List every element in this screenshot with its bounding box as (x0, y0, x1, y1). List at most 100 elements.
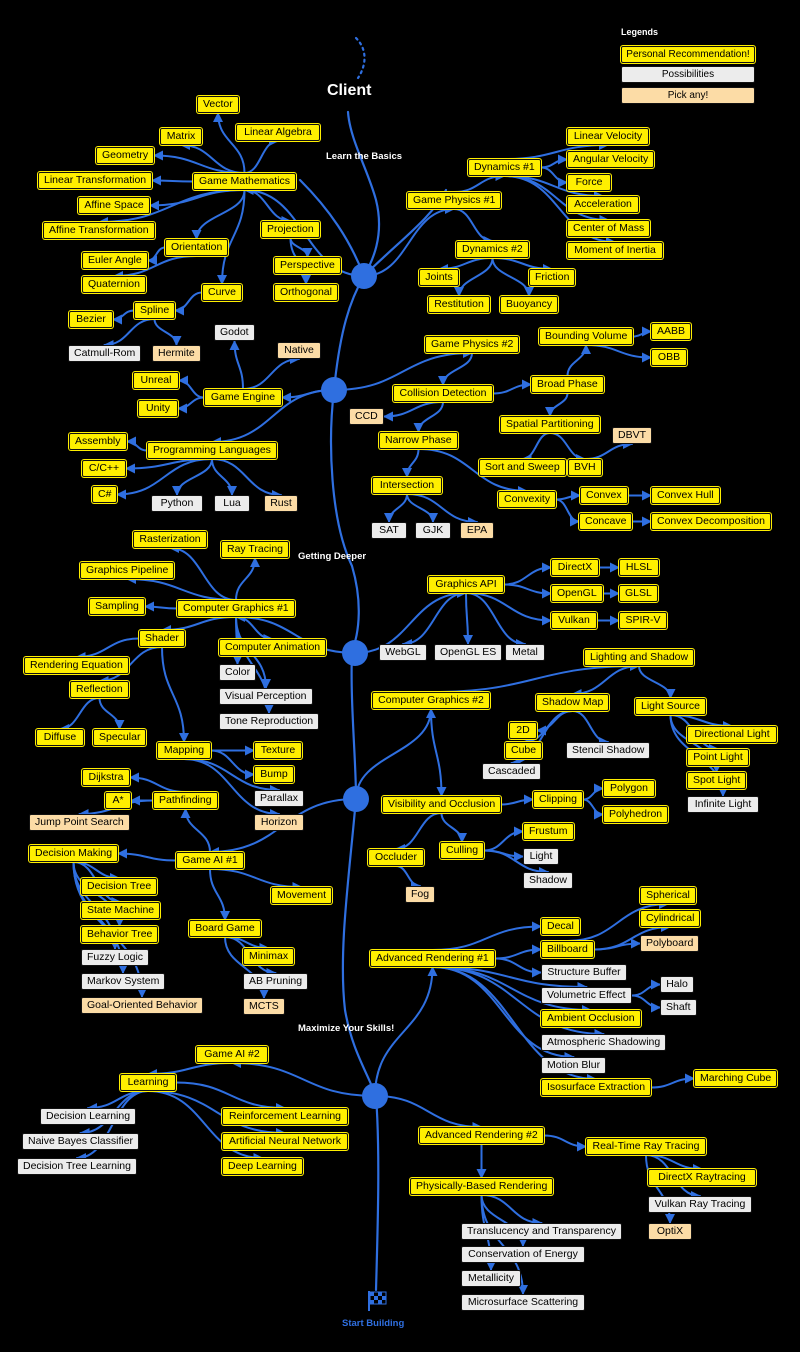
node-directx[interactable]: DirectX (551, 559, 599, 576)
node-decision-tree[interactable]: Decision Tree (81, 878, 158, 895)
node-game-physics-2[interactable]: Game Physics #2 (425, 336, 520, 353)
node-rasterization[interactable]: Rasterization (133, 531, 207, 548)
node-visual-perception[interactable]: Visual Perception (219, 688, 313, 705)
node-convex-decomposition[interactable]: Convex Decomposition (651, 513, 771, 530)
node-directional-light[interactable]: Directional Light (687, 726, 777, 743)
node-movement[interactable]: Movement (271, 887, 333, 904)
node-frustum[interactable]: Frustum (523, 823, 574, 840)
node-joints[interactable]: Joints (419, 269, 459, 286)
node-unity[interactable]: Unity (138, 400, 178, 417)
node-dynamics-2[interactable]: Dynamics #2 (456, 241, 529, 258)
node-minimax[interactable]: Minimax (243, 948, 295, 965)
node-ray-tracing[interactable]: Ray Tracing (221, 541, 290, 558)
node-bvh[interactable]: BVH (568, 459, 602, 476)
node-point-light[interactable]: Point Light (687, 749, 749, 766)
node-billboard[interactable]: Billboard (541, 941, 594, 958)
node-rust[interactable]: Rust (264, 495, 298, 512)
node-cube[interactable]: Cube (505, 742, 543, 759)
node-texture[interactable]: Texture (254, 742, 302, 759)
node-a-star[interactable]: A* (105, 792, 131, 809)
node-csharp[interactable]: C# (92, 486, 118, 503)
node-bump[interactable]: Bump (254, 766, 294, 783)
node-isosurface-extraction[interactable]: Isosurface Extraction (541, 1079, 652, 1096)
node-reinforcement-learning[interactable]: Reinforcement Learning (222, 1108, 348, 1125)
node-horizon[interactable]: Horizon (254, 814, 304, 831)
node-polyboard[interactable]: Polyboard (640, 935, 700, 952)
node-decision-tree-learning[interactable]: Decision Tree Learning (17, 1158, 137, 1175)
node-affine-transformation[interactable]: Affine Transformation (43, 222, 155, 239)
node-game-mathematics[interactable]: Game Mathematics (193, 173, 297, 190)
node-2d[interactable]: 2D (509, 722, 537, 739)
node-pathfinding[interactable]: Pathfinding (153, 792, 218, 809)
node-moment-of-inertia[interactable]: Moment of Inertia (567, 242, 663, 259)
node-dbvt[interactable]: DBVT (612, 427, 653, 444)
node-projection[interactable]: Projection (261, 221, 320, 238)
node-broad-phase[interactable]: Broad Phase (531, 376, 604, 393)
node-dynamics-1[interactable]: Dynamics #1 (468, 159, 541, 176)
node-decision-making[interactable]: Decision Making (29, 845, 119, 862)
node-unreal[interactable]: Unreal (133, 372, 179, 389)
node-decision-learning[interactable]: Decision Learning (40, 1108, 137, 1125)
node-stencil-shadow[interactable]: Stencil Shadow (566, 742, 651, 759)
node-marching-cube[interactable]: Marching Cube (694, 1070, 778, 1087)
node-behavior-tree[interactable]: Behavior Tree (81, 926, 159, 943)
node-deep-learning[interactable]: Deep Learning (222, 1158, 303, 1175)
node-cylindrical[interactable]: Cylindrical (640, 910, 701, 927)
node-hermite[interactable]: Hermite (152, 345, 201, 362)
node-goal-oriented-behavior[interactable]: Goal-Oriented Behavior (81, 997, 204, 1014)
node-rendering-equation[interactable]: Rendering Equation (24, 657, 129, 674)
node-opengl[interactable]: OpenGL (551, 585, 603, 602)
node-computer-animation[interactable]: Computer Animation (219, 639, 327, 656)
node-ccd[interactable]: CCD (349, 408, 384, 425)
node-naive-bayes-classifier[interactable]: Naive Bayes Classifier (22, 1133, 140, 1150)
node-polygon[interactable]: Polygon (603, 780, 655, 797)
node-convexity[interactable]: Convexity (498, 491, 557, 508)
node-shadow-map[interactable]: Shadow Map (536, 694, 610, 711)
node-vulkan-ray-tracing[interactable]: Vulkan Ray Tracing (648, 1196, 752, 1213)
node-physically-based-rendering[interactable]: Physically-Based Rendering (410, 1178, 554, 1195)
node-cascaded[interactable]: Cascaded (482, 763, 542, 780)
node-friction[interactable]: Friction (529, 269, 576, 286)
node-geometry[interactable]: Geometry (96, 147, 155, 164)
node-buoyancy[interactable]: Buoyancy (500, 296, 559, 313)
node-hlsl[interactable]: HLSL (619, 559, 659, 576)
node-metal[interactable]: Metal (505, 644, 545, 661)
node-force[interactable]: Force (567, 174, 611, 191)
node-linear-velocity[interactable]: Linear Velocity (567, 128, 649, 145)
node-vector[interactable]: Vector (197, 96, 239, 113)
node-specular[interactable]: Specular (93, 729, 147, 746)
node-spherical[interactable]: Spherical (640, 887, 696, 904)
node-lighting-and-shadow[interactable]: Lighting and Shadow (584, 649, 695, 666)
node-graphics-api[interactable]: Graphics API (428, 576, 504, 593)
node-euler-angle[interactable]: Euler Angle (82, 252, 148, 269)
node-mapping[interactable]: Mapping (157, 742, 211, 759)
node-parallax[interactable]: Parallax (254, 790, 304, 807)
node-graphics-pipeline[interactable]: Graphics Pipeline (80, 562, 175, 579)
node-fuzzy-logic[interactable]: Fuzzy Logic (81, 949, 150, 966)
node-conservation-of-energy[interactable]: Conservation of Energy (461, 1246, 585, 1263)
node-affine-space[interactable]: Affine Space (78, 197, 150, 214)
node-tone-reproduction[interactable]: Tone Reproduction (219, 713, 320, 730)
node-light-source[interactable]: Light Source (635, 698, 706, 715)
node-bezier[interactable]: Bezier (69, 311, 113, 328)
node-convex[interactable]: Convex (580, 487, 628, 504)
node-angular-velocity[interactable]: Angular Velocity (567, 151, 655, 168)
node-spatial-partitioning[interactable]: Spatial Partitioning (500, 416, 600, 433)
node-decal[interactable]: Decal (541, 918, 580, 935)
node-shaft[interactable]: Shaft (660, 999, 697, 1016)
node-opengl-es[interactable]: OpenGL ES (434, 644, 503, 661)
node-webgl[interactable]: WebGL (379, 644, 427, 661)
node-occluder[interactable]: Occluder (368, 849, 424, 866)
node-polyhedron[interactable]: Polyhedron (603, 806, 669, 823)
node-matrix[interactable]: Matrix (160, 128, 202, 145)
node-spir-v[interactable]: SPIR-V (619, 612, 667, 629)
node-linear-algebra[interactable]: Linear Algebra (236, 124, 320, 141)
node-clipping[interactable]: Clipping (533, 791, 583, 808)
node-convex-hull[interactable]: Convex Hull (651, 487, 720, 504)
node-ab-pruning[interactable]: AB Pruning (243, 973, 309, 990)
node-intersection[interactable]: Intersection (372, 477, 442, 494)
node-game-physics-1[interactable]: Game Physics #1 (407, 192, 502, 209)
node-computer-graphics-2[interactable]: Computer Graphics #2 (372, 692, 490, 709)
node-volumetric-effect[interactable]: Volumetric Effect (541, 987, 632, 1004)
node-perspective[interactable]: Perspective (274, 257, 341, 274)
